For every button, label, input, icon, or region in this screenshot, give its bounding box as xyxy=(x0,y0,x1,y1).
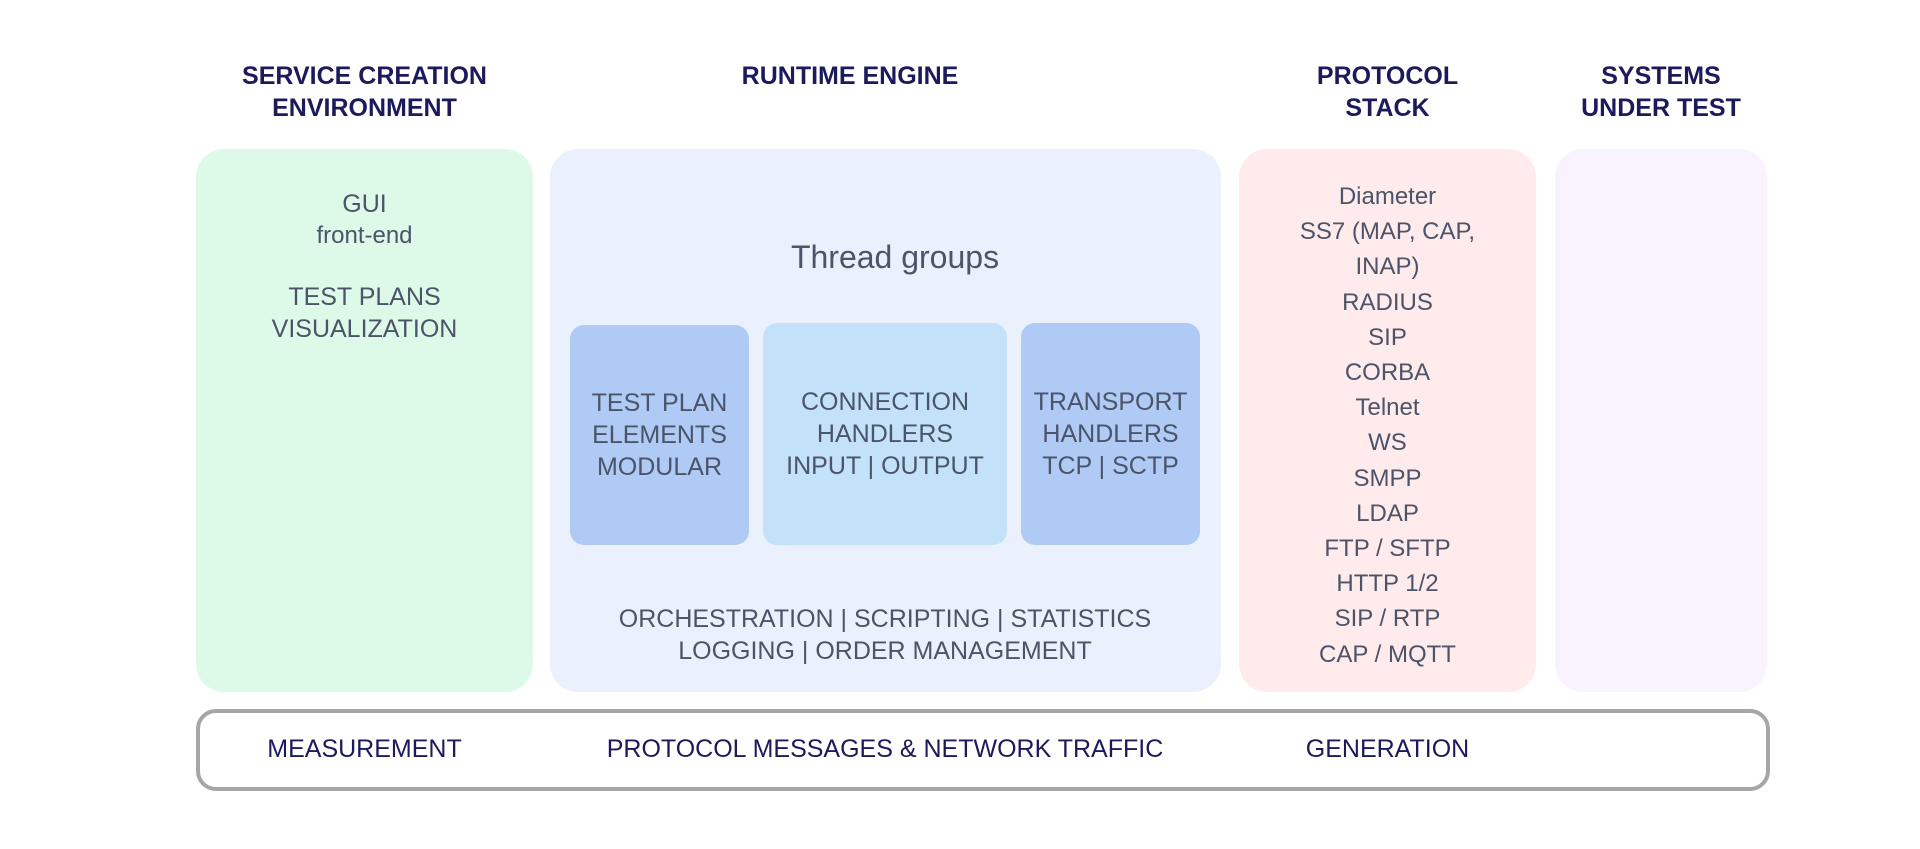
heading-line: SYSTEMS xyxy=(1601,62,1721,90)
test-plans-visualization-label: TEST PLANS VISUALIZATION xyxy=(196,281,533,345)
protocol-stack-list: Diameter SS7 (MAP, CAP, INAP) RADIUS SIP… xyxy=(1239,179,1536,672)
gui-line: GUI xyxy=(342,190,387,218)
traffic-bar xyxy=(196,709,1770,791)
heading-line: ENVIRONMENT xyxy=(272,94,457,122)
connection-handlers-box: CONNECTION HANDLERS INPUT | OUTPUT xyxy=(763,323,1007,545)
protocol-item: INAP) xyxy=(1355,253,1420,281)
test-plan-elements-box: TEST PLAN ELEMENTS MODULAR xyxy=(570,325,749,545)
protocol-stack-panel xyxy=(1239,149,1536,692)
protocol-item: HTTP 1/2 xyxy=(1336,570,1439,598)
protocol-item: WS xyxy=(1368,429,1407,457)
footer-line: ORCHESTRATION | SCRIPTING | STATISTICS xyxy=(618,605,1152,633)
heading-protocol-stack: PROTOCOL STACK xyxy=(1239,60,1536,124)
heading-systems-under-test: SYSTEMS UNDER TEST xyxy=(1555,60,1767,124)
heading-line: RUNTIME ENGINE xyxy=(741,62,959,90)
gui-frontend-label: GUI front-end xyxy=(196,188,533,252)
protocol-item: Diameter xyxy=(1338,183,1437,210)
box-line: INPUT | OUTPUT xyxy=(786,452,984,480)
protocol-item: FTP / SFTP xyxy=(1324,535,1451,563)
systems-under-test-panel xyxy=(1555,149,1767,692)
box-line: TRANSPORT xyxy=(1033,388,1188,416)
frontend-line: front-end xyxy=(316,222,413,249)
service-creation-panel xyxy=(196,149,533,692)
protocol-item: Telnet xyxy=(1355,394,1420,422)
transport-handlers-box: TRANSPORT HANDLERS TCP | SCTP xyxy=(1021,323,1200,545)
box-line: ELEMENTS xyxy=(592,421,727,449)
viz-line: VISUALIZATION xyxy=(271,315,458,343)
heading-line: UNDER TEST xyxy=(1581,94,1741,122)
protocol-item: SIP / RTP xyxy=(1334,605,1441,633)
generation-label: GENERATION xyxy=(1305,735,1470,763)
protocol-item: LDAP xyxy=(1356,499,1419,527)
protocol-item: CAP / MQTT xyxy=(1319,640,1456,668)
heading-line: PROTOCOL xyxy=(1316,62,1459,90)
protocol-item: SIP xyxy=(1368,323,1407,351)
box-line: TEST PLAN xyxy=(591,389,728,417)
box-line: HANDLERS xyxy=(1042,420,1179,448)
traffic-label: PROTOCOL MESSAGES & NETWORK TRAFFIC xyxy=(606,735,1164,763)
thread-groups-label: Thread groups xyxy=(790,239,1000,275)
runtime-footer-label: ORCHESTRATION | SCRIPTING | STATISTICS L… xyxy=(560,603,1210,667)
heading-runtime-engine: RUNTIME ENGINE xyxy=(550,60,1150,92)
heading-line: SERVICE CREATION xyxy=(242,62,487,90)
box-line: CONNECTION xyxy=(800,388,970,416)
protocol-item: SS7 (MAP, CAP, xyxy=(1299,218,1476,246)
protocol-item: CORBA xyxy=(1344,359,1431,387)
viz-line: TEST PLANS xyxy=(288,283,441,311)
heading-line: STACK xyxy=(1345,94,1430,122)
measurement-label: MEASUREMENT xyxy=(267,735,462,763)
box-line: MODULAR xyxy=(596,453,722,481)
box-line: HANDLERS xyxy=(816,420,954,448)
protocol-item: SMPP xyxy=(1353,464,1422,492)
box-line: TCP | SCTP xyxy=(1042,452,1179,480)
heading-service-creation-environment: SERVICE CREATION ENVIRONMENT xyxy=(196,60,533,124)
protocol-item: RADIUS xyxy=(1342,288,1433,316)
footer-line: LOGGING | ORDER MANAGEMENT xyxy=(678,637,1092,665)
